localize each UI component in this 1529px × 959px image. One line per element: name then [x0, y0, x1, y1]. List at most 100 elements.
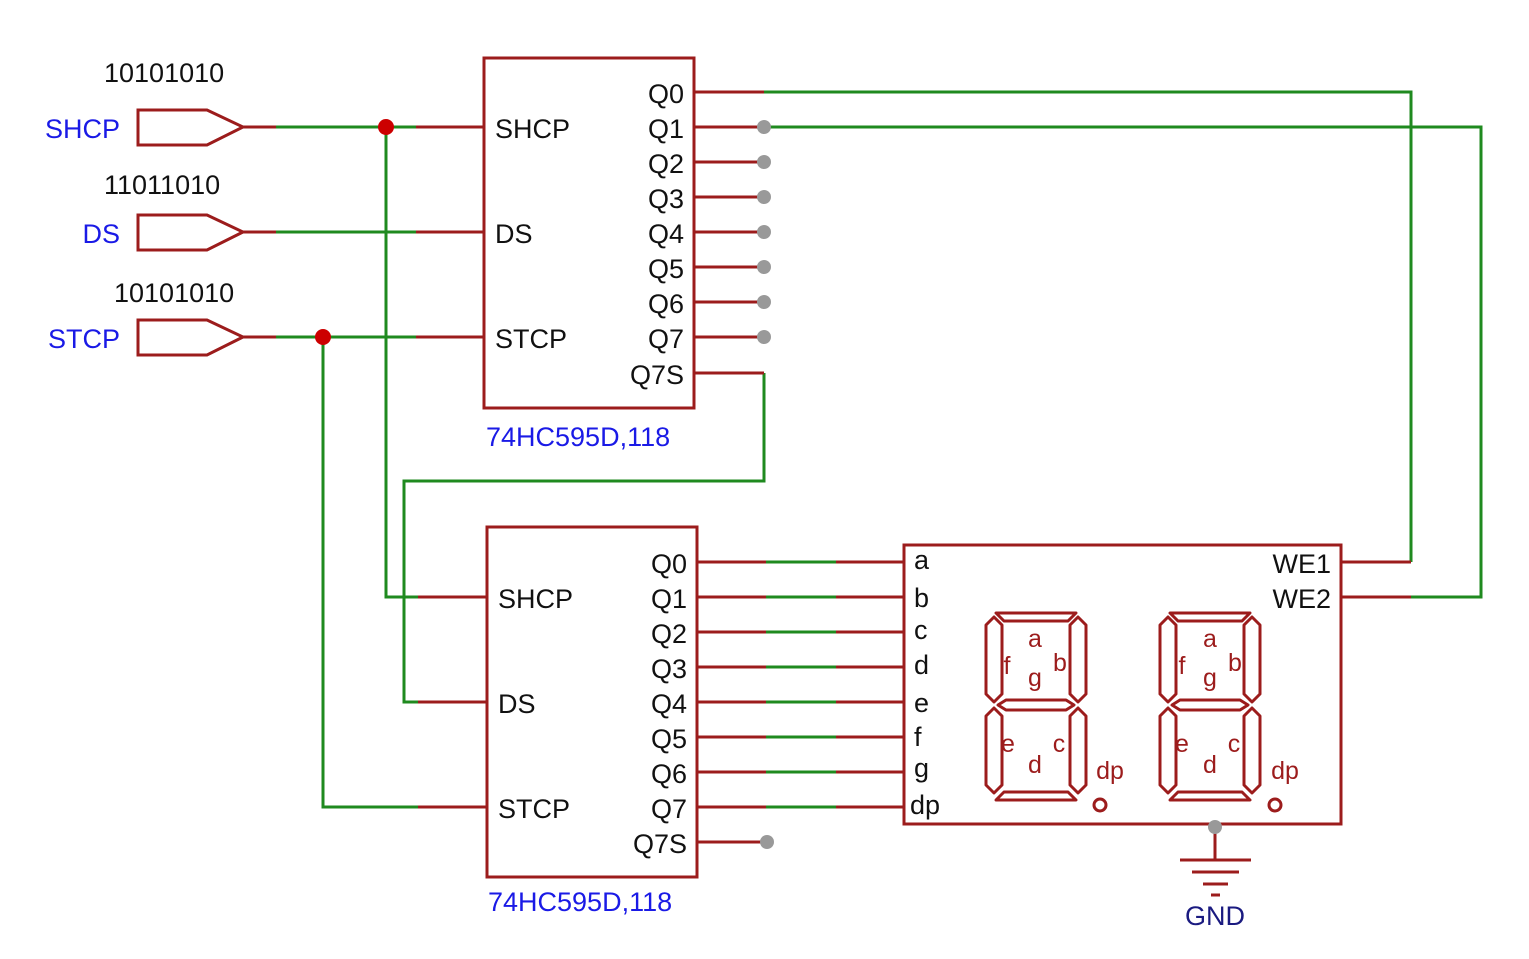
- signal-pattern-shcp: 10101010: [104, 58, 224, 88]
- digit-1: a b f g e c d dp: [984, 611, 1124, 813]
- chip-top-74hc595[interactable]: SHCP DS STCP Q0 Q1 Q2 Q3 Q4 Q5 Q6 Q7 Q7S…: [416, 56, 771, 452]
- segment-label-c: c: [1053, 730, 1066, 758]
- segment-label-a: a: [1028, 625, 1042, 653]
- display-label-e: e: [914, 688, 929, 718]
- chip-bottom-label-q4: Q4: [651, 689, 687, 719]
- segment-a: [994, 611, 1078, 623]
- segment-dp: [1267, 797, 1283, 813]
- segment-label-e: e: [1001, 730, 1015, 758]
- segment-label-dp: dp: [1271, 757, 1299, 785]
- net-label-stcp: STCP: [48, 324, 120, 354]
- chip-top-label-shcp: SHCP: [495, 114, 570, 144]
- input-port-ds[interactable]: 11011010 DS: [82, 170, 276, 252]
- input-port-shcp[interactable]: 10101010 SHCP: [45, 58, 276, 147]
- segment-label-g: g: [1203, 664, 1217, 692]
- chip-top-label-q7: Q7: [648, 324, 684, 354]
- chip-bottom-label-q7s: Q7S: [633, 829, 687, 859]
- segment-d: [994, 790, 1078, 802]
- chip-bottom-label-q1: Q1: [651, 584, 687, 614]
- chip-top-label-q4: Q4: [648, 219, 684, 249]
- seven-segment-display[interactable]: a b c d e f g dp WE1 WE2 a b f g e c d: [836, 543, 1411, 826]
- chip-top-label-q6: Q6: [648, 289, 684, 319]
- input-port-stcp[interactable]: 10101010 STCP: [48, 278, 276, 357]
- port-symbol-ds: [136, 213, 247, 252]
- chip-top-label-q5: Q5: [648, 254, 684, 284]
- segment-g: [1170, 698, 1250, 712]
- no-connect-marker: [757, 260, 771, 274]
- display-body: [902, 543, 1343, 826]
- segment-e: [984, 706, 1004, 795]
- chip-bottom-label-shcp: SHCP: [498, 584, 573, 614]
- chip-bottom-label-q3: Q3: [651, 654, 687, 684]
- port-symbol-shcp: [136, 108, 247, 147]
- segment-b: [1068, 615, 1088, 704]
- wire-q0-we1[interactable]: [764, 90, 1413, 562]
- chip-top-label-q7s: Q7S: [630, 360, 684, 390]
- display-label-f: f: [914, 722, 922, 752]
- junction-dot-stcp: [315, 329, 331, 345]
- segment-dp: [1092, 797, 1108, 813]
- display-label-a: a: [914, 545, 930, 575]
- chip-bottom-74hc595[interactable]: SHCP DS STCP Q0 Q1 Q2 Q3 Q4 Q5 Q6 Q7 Q7S…: [418, 525, 774, 917]
- signal-pattern-ds: 11011010: [104, 170, 220, 200]
- segment-f: [1158, 615, 1178, 704]
- chip-top-label-q0: Q0: [648, 79, 684, 109]
- chip-bottom-label-q2: Q2: [651, 619, 687, 649]
- segment-label-b: b: [1053, 649, 1067, 677]
- display-label-g: g: [914, 753, 929, 783]
- chip-top-label-q3: Q3: [648, 184, 684, 214]
- chip-bottom-label-q0: Q0: [651, 549, 687, 579]
- wires: [276, 90, 1483, 809]
- segment-c: [1068, 706, 1088, 795]
- segment-b: [1242, 615, 1262, 704]
- segment-c: [1242, 706, 1262, 795]
- wire-cascade-q7s-ds[interactable]: [402, 373, 766, 704]
- segment-g: [996, 698, 1076, 712]
- display-label-we2: WE2: [1272, 584, 1331, 614]
- segment-label-b: b: [1228, 649, 1242, 677]
- digit-2: a b f g e c d dp: [1158, 611, 1299, 813]
- display-label-dp: dp: [910, 790, 940, 820]
- display-label-c: c: [914, 615, 928, 645]
- segment-label-dp: dp: [1096, 757, 1124, 785]
- ground-symbol[interactable]: GND: [1180, 820, 1251, 931]
- segment-d: [1168, 790, 1252, 802]
- no-connect-marker: [757, 155, 771, 169]
- chip-bottom-label-q7: Q7: [651, 794, 687, 824]
- chip-bottom-label-q6: Q6: [651, 759, 687, 789]
- chip-top-label-q1: Q1: [648, 114, 684, 144]
- display-label-d: d: [914, 650, 929, 680]
- no-connect-marker: [757, 330, 771, 344]
- wire-stcp-bottom[interactable]: [321, 337, 418, 809]
- segment-label-c: c: [1228, 730, 1241, 758]
- chip-top-label-stcp: STCP: [495, 324, 567, 354]
- chip-bottom-label-ds: DS: [498, 689, 536, 719]
- chip-bottom-label-stcp: STCP: [498, 794, 570, 824]
- no-connect-marker: [757, 295, 771, 309]
- ground-label: GND: [1185, 901, 1245, 931]
- chip-bottom-label-q5: Q5: [651, 724, 687, 754]
- segment-label-e: e: [1175, 730, 1189, 758]
- ground-pin-dot: [1208, 820, 1222, 834]
- port-symbol-stcp: [136, 318, 247, 357]
- no-connect-marker: [757, 225, 771, 239]
- segment-label-a: a: [1203, 625, 1217, 653]
- chip-top-part-number: 74HC595D,118: [486, 422, 670, 452]
- segment-label-g: g: [1028, 664, 1042, 692]
- net-label-shcp: SHCP: [45, 114, 120, 144]
- chip-top-label-ds: DS: [495, 219, 533, 249]
- display-label-b: b: [914, 583, 929, 613]
- net-label-ds: DS: [82, 219, 120, 249]
- segment-label-f: f: [1004, 652, 1011, 680]
- chip-bottom-part-number: 74HC595D,118: [488, 887, 672, 917]
- no-connect-marker: [757, 120, 771, 134]
- segment-label-f: f: [1179, 652, 1186, 680]
- wire-q1-we2[interactable]: [764, 125, 1483, 599]
- wire-shcp-bottom[interactable]: [384, 127, 418, 599]
- segment-f: [984, 615, 1004, 704]
- segment-label-d: d: [1028, 751, 1042, 779]
- signal-pattern-stcp: 10101010: [114, 278, 234, 308]
- chip-top-label-q2: Q2: [648, 149, 684, 179]
- no-connect-marker: [760, 835, 774, 849]
